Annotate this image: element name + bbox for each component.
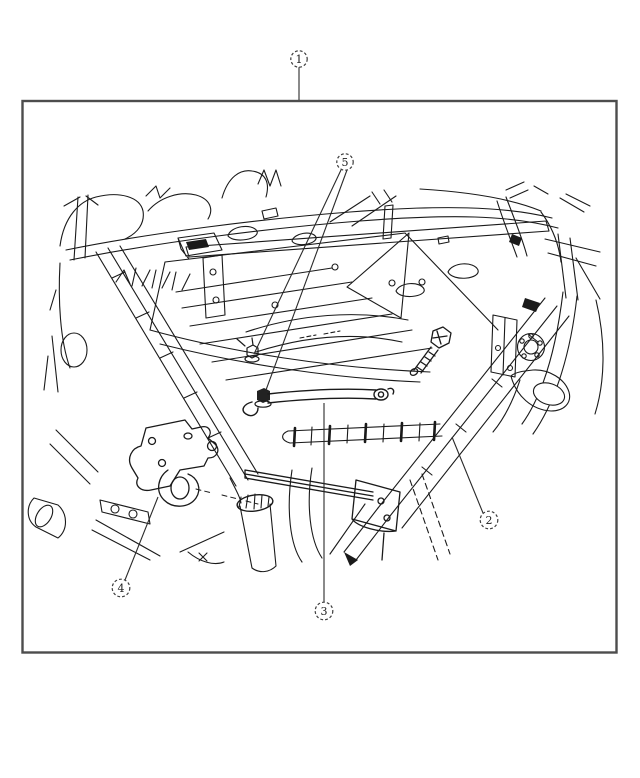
leader-line-5b [265,169,348,391]
exhaust-pipe [179,467,323,573]
figure-border [21,99,618,654]
right-frame-rail [329,297,570,566]
underbody-illustration [27,169,604,573]
callout-1: 1 [290,50,308,100]
rear-fascia-and-bumper-beam [65,207,559,309]
top-edge-marks [63,169,591,213]
callout-2: 2 [451,436,499,530]
tow-hook-bracket [128,419,259,507]
callout-label-1: 1 [296,53,303,66]
hitch-brace-bar [242,387,395,417]
callouts: 1 5 2 4 3 [111,50,499,621]
callout-circle-4 [111,578,131,598]
callout-4: 4 [111,496,159,598]
left-quarter-panel [43,170,269,485]
callout-5: 5 [253,153,354,391]
receiver-crossmember [244,469,401,561]
right-quarter-panel [419,188,604,435]
mounting-bracket-right [490,314,546,378]
leader-line-4 [124,496,159,581]
left-frame-rail [27,245,259,561]
callout-3: 3 [314,403,334,621]
hatched-crossmember [282,420,443,448]
callout-label-5: 5 [342,156,349,169]
callout-label-2: 2 [486,514,493,527]
callout-circle-2 [479,510,499,530]
hex-bolt [409,326,452,377]
leader-line-2 [451,436,484,514]
callout-circle-3 [314,601,334,621]
callout-circle-1 [290,50,308,68]
callout-label-3: 3 [321,605,328,618]
mounting-bracket-left [177,232,226,319]
callout-label-4: 4 [118,582,125,595]
callout-circle-5 [336,153,354,171]
fasteners [236,337,272,408]
leader-line-5a [253,169,342,355]
floor-pan [115,195,499,383]
